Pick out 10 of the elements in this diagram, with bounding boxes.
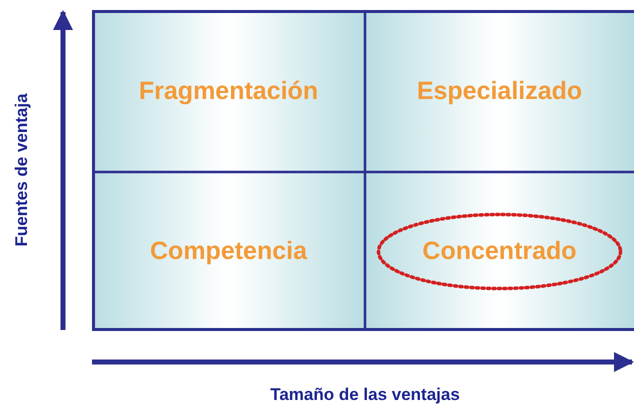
quadrant-cell [365,172,634,331]
quadrant-label: Especializado [416,76,582,106]
quadrant-label: Concentrado [422,237,577,266]
quadrant-label: Competencia [150,237,307,266]
quadrant-cell [92,10,365,172]
axis-title: Fuentes de ventaja [12,93,32,247]
quadrant-cell [365,10,634,172]
quadrant-cell [92,172,365,331]
quadrant-label: Fragmentación [138,76,318,106]
axis-title: Tamaño de las ventajas [270,385,460,405]
